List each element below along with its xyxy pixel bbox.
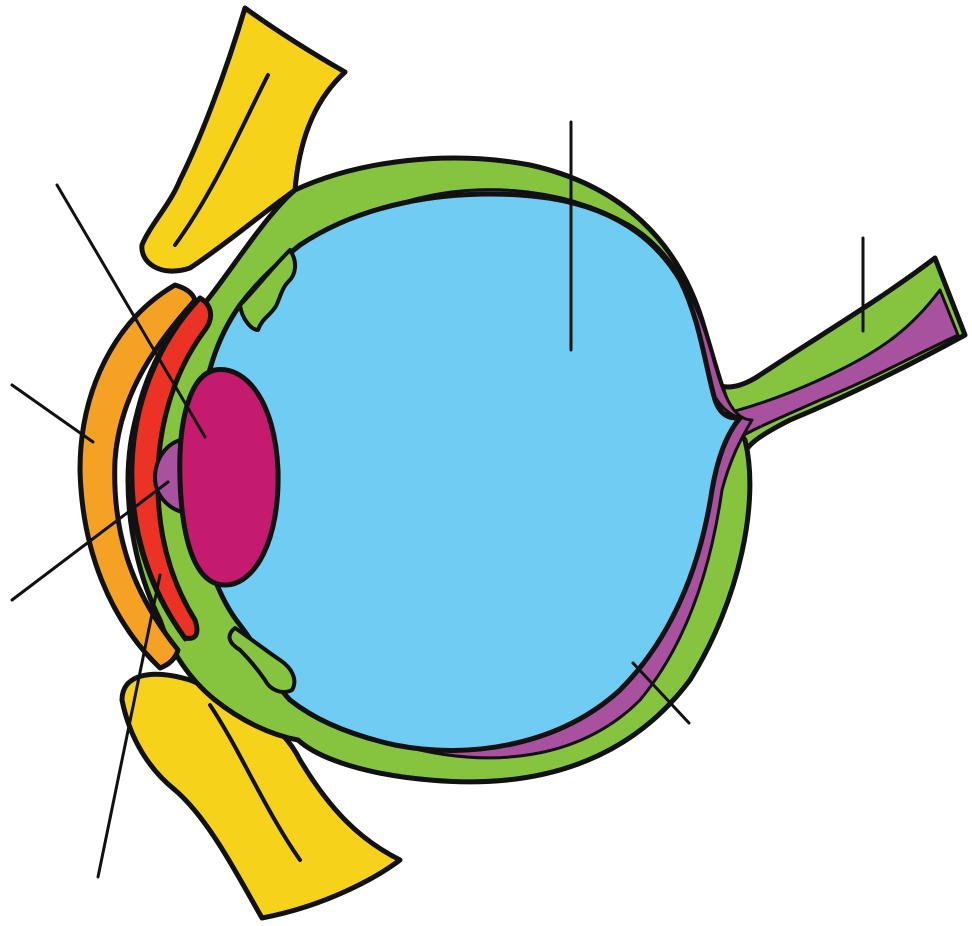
lens xyxy=(180,370,278,585)
leader-line-cornea xyxy=(12,385,93,442)
